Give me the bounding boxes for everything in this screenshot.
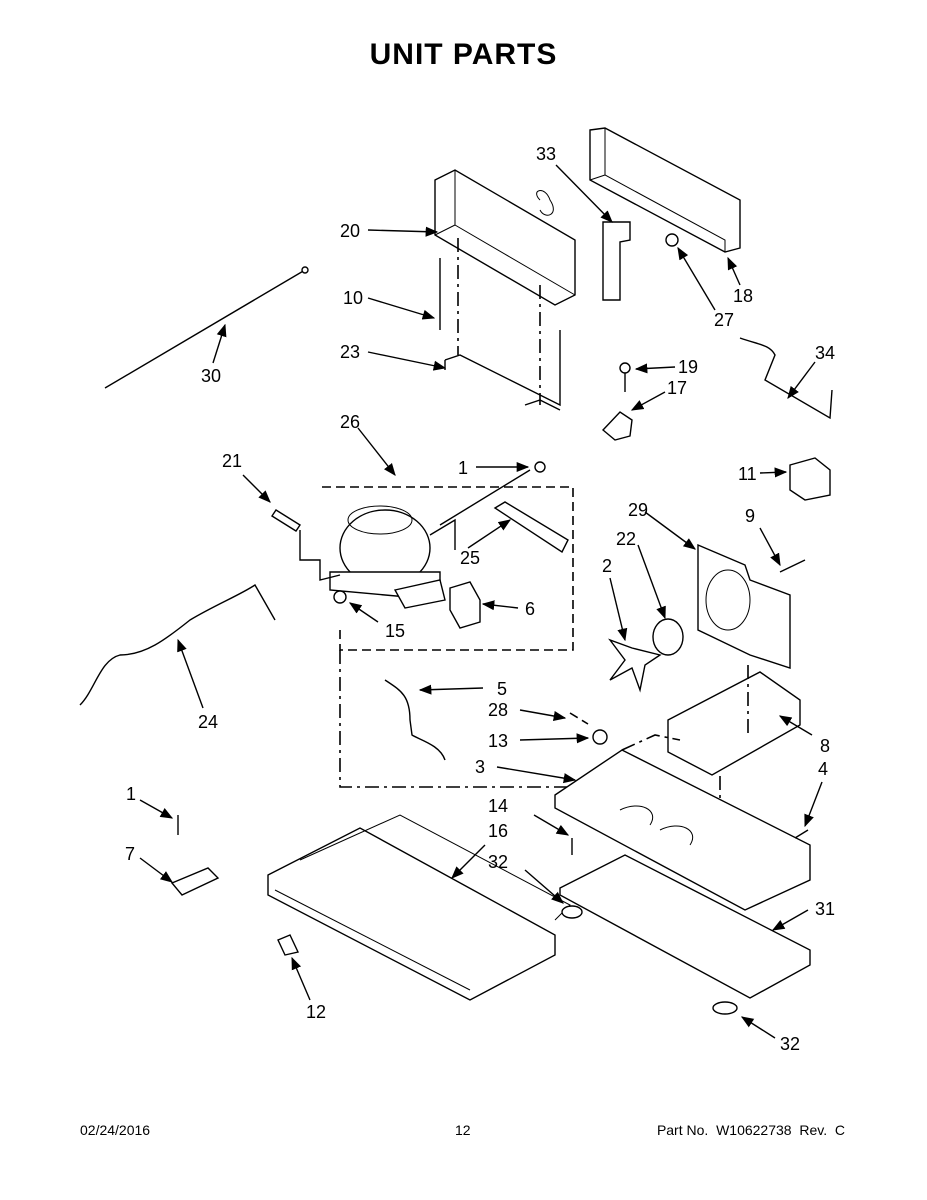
drain-tube-part-5 — [384, 679, 446, 761]
callout-14: 14 — [488, 796, 508, 816]
callout-25: 25 — [460, 548, 480, 568]
callout-11: 11 — [738, 464, 757, 484]
callout-1-lower: 1 — [126, 784, 136, 804]
callout-30: 30 — [201, 366, 221, 386]
callout-3: 3 — [475, 757, 485, 777]
callout-24: 24 — [198, 712, 218, 732]
wire-part-30 — [104, 269, 306, 389]
callout-22: 22 — [616, 529, 636, 549]
leader-lines — [139, 164, 823, 1039]
callout-21: 21 — [222, 451, 242, 471]
seal-part-28 — [569, 712, 589, 725]
callout-2: 2 — [602, 556, 612, 576]
foot-part-32-upper — [561, 905, 583, 919]
callout-9: 9 — [745, 506, 755, 526]
clip-part-17 — [601, 411, 633, 441]
callout-13: 13 — [488, 731, 508, 751]
callout-16: 16 — [488, 821, 508, 841]
motor-part-22 — [652, 618, 684, 656]
callout-34: 34 — [815, 343, 835, 363]
clip-part-12 — [277, 934, 300, 956]
nut-part-27 — [665, 233, 679, 247]
callout-7: 7 — [125, 844, 135, 864]
callout-23: 23 — [340, 342, 360, 362]
callout-32-upper: 32 — [488, 852, 508, 872]
footer-date: 02/24/2016 — [80, 1122, 151, 1138]
callout-5: 5 — [497, 679, 507, 699]
compressor-part-26 — [329, 505, 456, 609]
capacitor-part-11 — [789, 457, 831, 501]
callout-17: 17 — [667, 378, 687, 398]
callout-31: 31 — [815, 899, 835, 919]
evaporator-part-16 — [267, 814, 571, 1001]
callout-28: 28 — [488, 700, 508, 720]
callout-8: 8 — [820, 736, 830, 756]
callout-10: 10 — [343, 288, 363, 308]
page-title: UNIT PARTS — [369, 38, 558, 71]
compressor-group-box — [322, 486, 574, 651]
condenser-part-20 — [434, 169, 576, 306]
screw-part-9 — [779, 559, 806, 573]
fan-blade-part-2 — [608, 638, 662, 693]
footer-page-number: 12 — [455, 1122, 471, 1138]
callout-32-lower: 32 — [780, 1034, 800, 1054]
callout-labels: 33 20 18 27 10 23 30 19 17 34 26 1 21 25… — [125, 144, 835, 1054]
drier-part-25 — [493, 501, 569, 554]
callout-4: 4 — [818, 759, 828, 779]
shroud-part-18 — [589, 127, 741, 253]
bracket-part-21 — [271, 509, 301, 532]
screw-part-1-top — [534, 461, 546, 473]
callout-1: 1 — [458, 458, 468, 478]
callout-18: 18 — [733, 286, 753, 306]
base-plate-part-3 — [554, 749, 811, 911]
line-link — [439, 469, 531, 526]
frame-part-23 — [444, 330, 561, 411]
lower-group-box — [339, 650, 681, 788]
grommet-part-15 — [333, 590, 347, 604]
harness-part-24 — [79, 584, 276, 706]
callout-20: 20 — [340, 221, 360, 241]
callout-19: 19 — [678, 357, 698, 377]
relay-part-6 — [449, 581, 481, 629]
screw-part-4 — [794, 829, 809, 839]
callout-15: 15 — [385, 621, 405, 641]
callout-29: 29 — [628, 500, 648, 520]
callout-12: 12 — [306, 1002, 326, 1022]
harness-part-34 — [739, 337, 833, 420]
bracket-part-33 — [602, 221, 631, 301]
grommet-part-13 — [592, 729, 608, 745]
callout-26: 26 — [340, 412, 360, 432]
callout-33: 33 — [536, 144, 556, 164]
sleeve-part-7 — [170, 867, 220, 896]
callout-27: 27 — [714, 310, 734, 330]
callout-6: 6 — [525, 599, 535, 619]
screw-part-19 — [619, 362, 631, 392]
footer-part-number: Part No. W10622738 Rev. C — [656, 1122, 845, 1138]
foot-part-32-lower — [712, 1001, 738, 1015]
tray-part-8 — [667, 671, 801, 776]
fan-shroud-part-29 — [697, 543, 791, 669]
